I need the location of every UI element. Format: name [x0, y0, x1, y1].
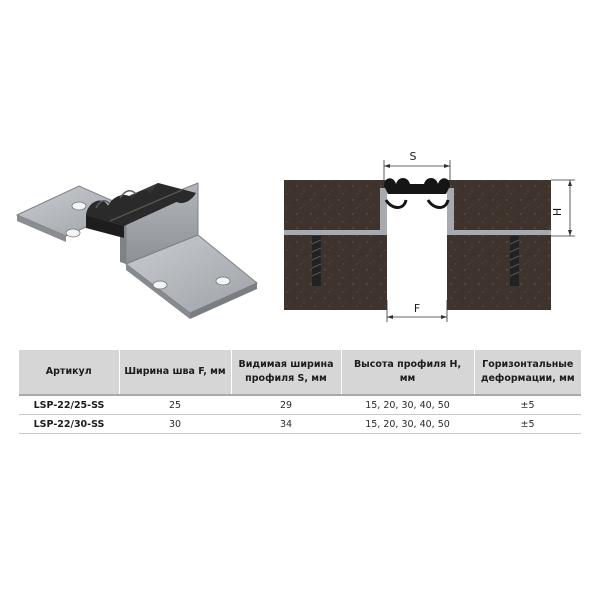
dim-f-label: F [414, 302, 420, 315]
cell-horizontal-deformation: ±5 [474, 414, 581, 434]
header-article: Артикул [19, 350, 120, 395]
table-row: LSP-22/30-SS 30 34 15, 20, 30, 40, 50 ±5 [19, 414, 581, 434]
section-diagram: S H F [284, 150, 575, 322]
cell-visible-width: 29 [231, 394, 341, 415]
cell-horizontal-deformation: ±5 [474, 394, 581, 415]
cell-article: LSP-22/25-SS [19, 394, 119, 415]
header-visible-width: Видимая ширина профиля S, мм [231, 350, 342, 395]
cell-joint-width: 25 [119, 394, 231, 415]
header-joint-width: Ширина шва F, мм [119, 350, 232, 395]
header-profile-height: Высота профиля H, мм [341, 350, 475, 395]
header-horizontal-deformation: Горизонтальные деформации, мм [474, 350, 581, 395]
spec-table-header: Артикул Ширина шва F, мм Видимая ширина … [19, 350, 581, 395]
spec-table: Артикул Ширина шва F, мм Видимая ширина … [19, 350, 581, 434]
cell-visible-width: 34 [231, 414, 341, 434]
cell-joint-width: 30 [119, 414, 231, 434]
product-render [15, 182, 258, 319]
dim-h-label: H [551, 208, 564, 216]
cell-article: LSP-22/30-SS [19, 414, 119, 434]
dim-s-label: S [410, 150, 417, 163]
cell-profile-height: 15, 20, 30, 40, 50 [341, 394, 474, 415]
cell-profile-height: 15, 20, 30, 40, 50 [341, 414, 474, 434]
table-row: LSP-22/25-SS 25 29 15, 20, 30, 40, 50 ±5 [19, 394, 581, 415]
